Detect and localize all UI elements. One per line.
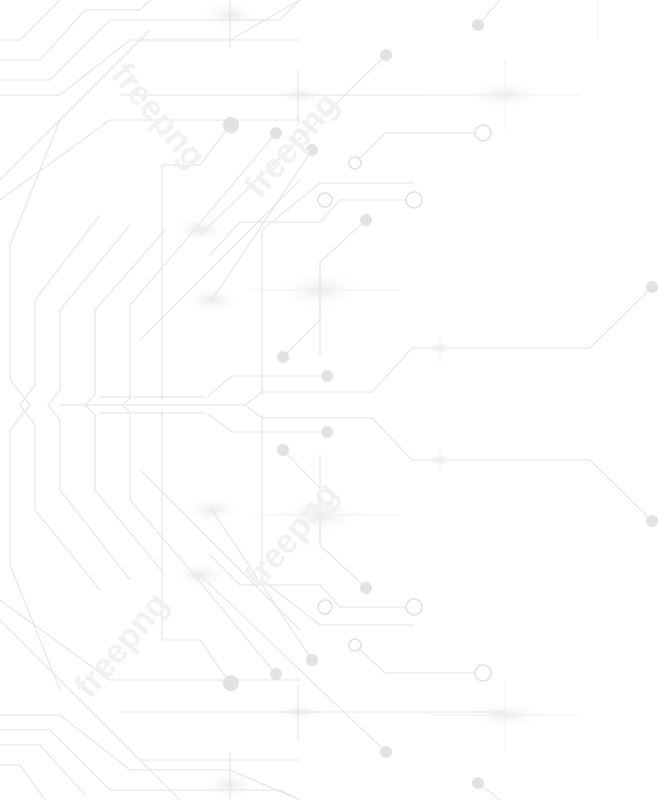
watermark: freepng freepng freepng freepng <box>67 56 346 705</box>
svg-text:freepng: freepng <box>237 475 346 595</box>
circuit-nodes <box>223 19 658 789</box>
circuit-ring-nodes <box>317 124 492 682</box>
circuit-traces <box>0 0 653 800</box>
svg-text:freepng: freepng <box>104 56 213 176</box>
sparkles <box>250 0 599 750</box>
svg-text:freepng: freepng <box>67 585 176 705</box>
